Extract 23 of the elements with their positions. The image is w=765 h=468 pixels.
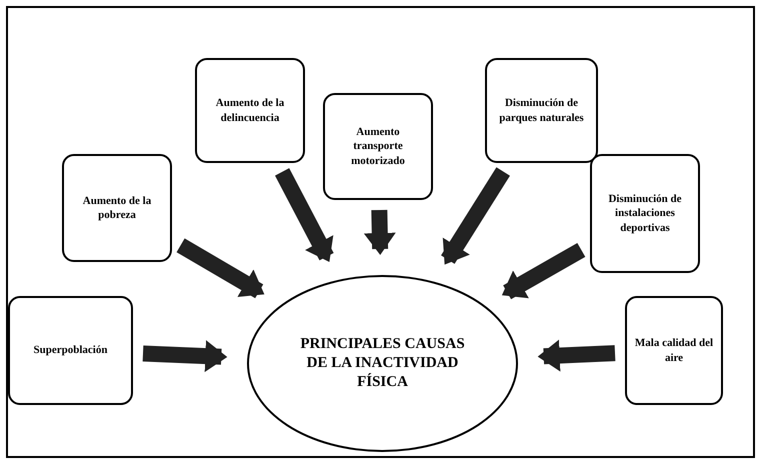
block-arrow xyxy=(538,340,616,372)
node-text: Superpoblación xyxy=(34,343,108,358)
node-text: Disminución de parques naturales xyxy=(498,96,585,125)
central-ellipse xyxy=(247,275,518,452)
cause-box xyxy=(625,296,723,405)
block-arrow xyxy=(441,167,510,265)
block-arrow xyxy=(275,168,334,262)
cause-box xyxy=(8,296,133,405)
cause-box xyxy=(195,58,305,163)
node-text: PRINCIPALES CAUSAS DE LA INACTIVIDAD FÍSICA xyxy=(299,335,466,392)
cause-box xyxy=(590,154,700,273)
block-arrow xyxy=(176,238,264,298)
cause-box xyxy=(62,154,172,262)
block-arrow xyxy=(502,242,586,300)
node-text: Aumento de la pobreza xyxy=(82,194,152,222)
cause-box xyxy=(485,58,598,163)
node-text: Mala calidad del aire xyxy=(634,336,714,365)
block-arrow xyxy=(364,210,396,255)
cause-box xyxy=(323,93,433,200)
node-text: Aumento transporte motorizado xyxy=(350,125,406,168)
node-text: Disminución de instalaciones deportivas xyxy=(607,192,683,235)
block-arrow xyxy=(142,340,228,372)
node-text: Aumento de la delincuencia xyxy=(214,96,286,125)
